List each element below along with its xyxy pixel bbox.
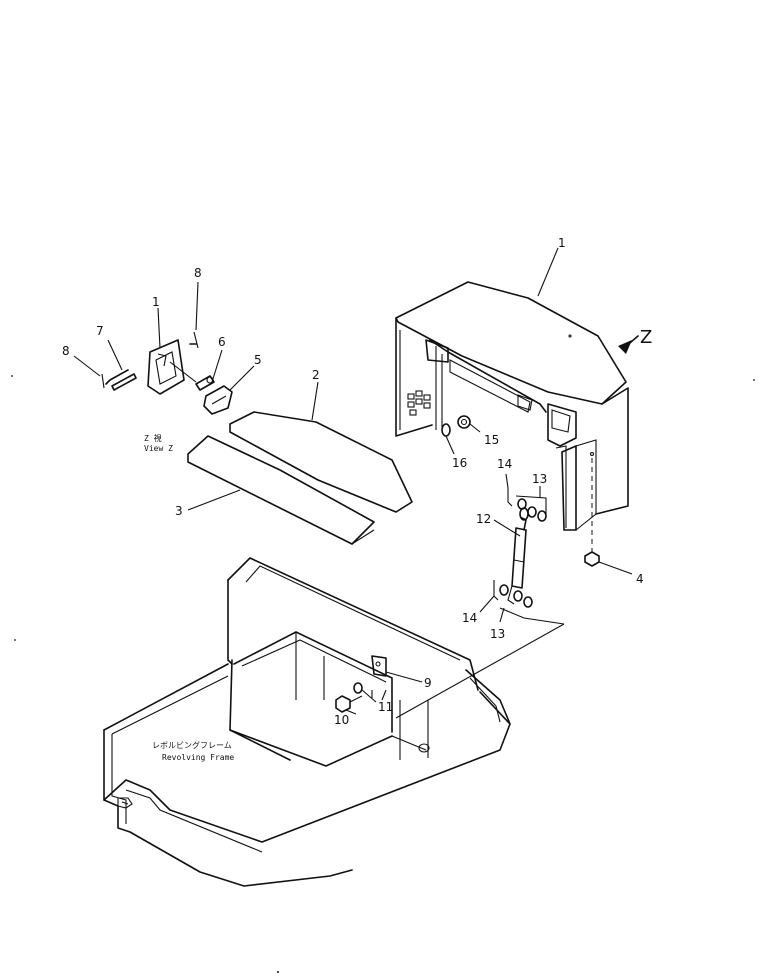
bolt-part-4 (584, 451, 633, 575)
view-z-label: Z (640, 327, 652, 348)
callout-5: 5 (254, 353, 262, 367)
callout-3: 3 (175, 504, 183, 518)
callout-7: 7 (96, 324, 104, 338)
control-buttons (407, 390, 431, 416)
callout-11: 11 (378, 700, 393, 714)
callout-12: 12 (476, 512, 491, 526)
bracket-part-9 (371, 655, 423, 683)
callout-8-left: 8 (62, 344, 70, 358)
callout-14-lower: 14 (462, 611, 477, 625)
detail-view-z (101, 331, 233, 415)
washer-part-11 (353, 682, 377, 703)
frame-label-jp: レボルビングフレーム (152, 740, 232, 750)
mat-part-3 (187, 435, 375, 545)
callout-13-lower: 13 (490, 627, 505, 641)
view-z-caption-line1: Z 視 (144, 434, 162, 443)
clips-upper (507, 488, 547, 522)
callout-13-upper: 13 (532, 472, 547, 486)
callout-1-detail: 1 (152, 295, 160, 309)
callout-4: 4 (636, 572, 644, 586)
fasteners-15-16 (441, 415, 481, 455)
callout-2: 2 (312, 368, 320, 382)
bolt-part-10 (335, 695, 363, 715)
cover-part-1 (395, 281, 629, 531)
callout-labels: 1 2 3 4 5 6 7 8 8 1 9 10 11 12 13 13 14 … (62, 236, 644, 727)
scan-specks (11, 375, 755, 973)
clips-lower (395, 580, 565, 719)
view-z-caption-line2: View Z (144, 444, 173, 453)
leader-lines (73, 247, 559, 623)
view-z-arrow: Z (618, 327, 652, 354)
callout-15: 15 (484, 433, 499, 447)
callout-10: 10 (334, 713, 349, 727)
callout-1-cover: 1 (558, 236, 566, 250)
mat-part-2 (229, 411, 413, 513)
callout-9: 9 (424, 676, 432, 690)
callout-16: 16 (452, 456, 467, 470)
frame-label-en: Revolving Frame (162, 753, 234, 762)
revolving-frame: レボルビングフレーム Revolving Frame (103, 557, 511, 887)
callout-14-upper: 14 (497, 457, 512, 471)
callout-6: 6 (218, 335, 226, 349)
callout-8-top: 8 (194, 266, 202, 280)
gas-spring-part-12 (507, 507, 529, 605)
view-z-caption: Z 視 View Z (144, 434, 173, 453)
